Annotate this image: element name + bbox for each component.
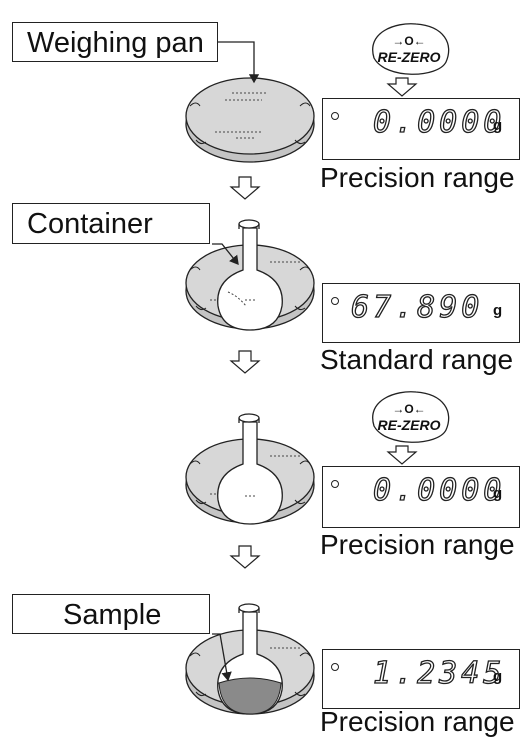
rezero-key-label: RE-ZERO (377, 417, 441, 433)
range-caption-4: Precision range (320, 706, 515, 737)
rezero-arrow-2 (386, 445, 418, 465)
zero-symbol-icon: →O← (392, 402, 426, 416)
zero-symbol-icon: →O← (392, 34, 426, 48)
container-label: Container (12, 203, 210, 244)
rezero-key-label: RE-ZERO (377, 49, 441, 65)
balance-display-2: 67.890 g (322, 283, 520, 343)
display-unit: g (493, 668, 503, 685)
flask-4 (217, 603, 283, 715)
display-reading: 0.0000 (372, 472, 506, 508)
display-reading: 1.2345 (372, 655, 506, 691)
weighing-pan-leader (218, 41, 260, 84)
balance-display-3: 0.0000 g (322, 466, 520, 528)
sample-label: Sample (12, 594, 210, 634)
weighing-pan-label: Weighing pan (12, 22, 218, 62)
display-reading: 67.890 (350, 289, 484, 325)
range-caption-3: Precision range (320, 529, 515, 560)
down-arrow-1 (229, 176, 261, 200)
range-caption-2: Standard range (320, 344, 514, 375)
rezero-arrow-1 (386, 77, 418, 97)
range-caption-1: Precision range (320, 162, 515, 193)
display-unit: g (493, 302, 503, 319)
flask-2 (217, 219, 283, 331)
sample-leader (212, 633, 232, 682)
display-reading: 0.0000 (372, 104, 506, 140)
display-unit: g (493, 117, 503, 134)
container-leader (212, 243, 239, 266)
balance-display-4: 1.2345 g (322, 649, 520, 709)
balance-display-1: 0.0000 g (322, 98, 520, 160)
weighing-pan-1 (185, 77, 315, 163)
stable-indicator-icon (331, 480, 339, 488)
down-arrow-3 (229, 545, 261, 569)
stable-indicator-icon (331, 663, 339, 671)
display-unit: g (493, 485, 503, 502)
stable-indicator-icon (331, 297, 339, 305)
flask-3 (217, 413, 283, 525)
rezero-key-1[interactable]: →O← RE-ZERO (366, 22, 452, 78)
down-arrow-2 (229, 350, 261, 374)
rezero-key-2[interactable]: →O← RE-ZERO (366, 390, 452, 446)
sample-fill (218, 677, 282, 715)
stable-indicator-icon (331, 112, 339, 120)
